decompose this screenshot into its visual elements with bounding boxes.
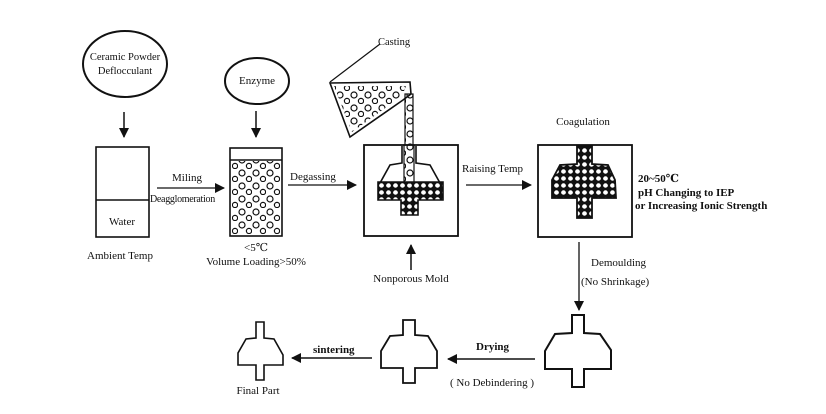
milling-label: Miling	[172, 172, 202, 184]
water-label: Water	[109, 216, 135, 228]
mold-cavity-top	[379, 146, 441, 184]
sintering-label: sintering	[313, 344, 355, 356]
enzyme-label: Enzyme	[238, 75, 276, 87]
mold-filled-part	[377, 181, 444, 216]
raising-temp-label: Raising Temp	[462, 163, 524, 175]
enzyme-ellipse	[224, 57, 290, 105]
no-shrinkage-label: (No Shrinkage)	[581, 276, 650, 288]
coagulation-ionic-note: or Increasing Ionic Strength	[635, 200, 768, 212]
coagulated-part	[551, 145, 617, 219]
volume-loading-label: Volume Loading>50%	[206, 256, 306, 268]
casting-pointer	[329, 43, 381, 83]
ceramic-powder-label: Ceramic Powder	[89, 52, 161, 63]
slurry-temp-label: <5℃	[243, 242, 269, 254]
ceramic-powder-ellipse	[82, 30, 168, 98]
degassing-label: Degassing	[290, 171, 336, 183]
dried-part	[380, 319, 438, 384]
coagulation-title: Coagulation	[556, 116, 610, 128]
demoulding-label: Demoulding	[591, 257, 646, 269]
nonporous-mold-label: Nonporous Mold	[373, 273, 449, 285]
no-debindering-label: ( No Debindering )	[450, 377, 535, 389]
drying-label: Drying	[476, 341, 509, 353]
coagulation-temp-note: 20~50℃	[638, 173, 679, 185]
ambient-temp-label: Ambient Temp	[87, 250, 153, 262]
deagglomeration-label: Deagglomeration	[150, 194, 215, 205]
final-part	[237, 321, 284, 381]
casting-label: Casting	[378, 37, 411, 48]
demoulded-part	[544, 314, 612, 388]
slurry-bubbles	[232, 161, 280, 234]
ladle-slurry	[334, 86, 406, 132]
mold-sprue	[403, 144, 415, 184]
coagulation-ph-note: pH Changing to IEP	[638, 187, 735, 199]
final-part-label: Final Part	[236, 385, 280, 397]
water-container	[95, 146, 150, 238]
deflocculant-label: Deflocculant	[97, 66, 153, 77]
